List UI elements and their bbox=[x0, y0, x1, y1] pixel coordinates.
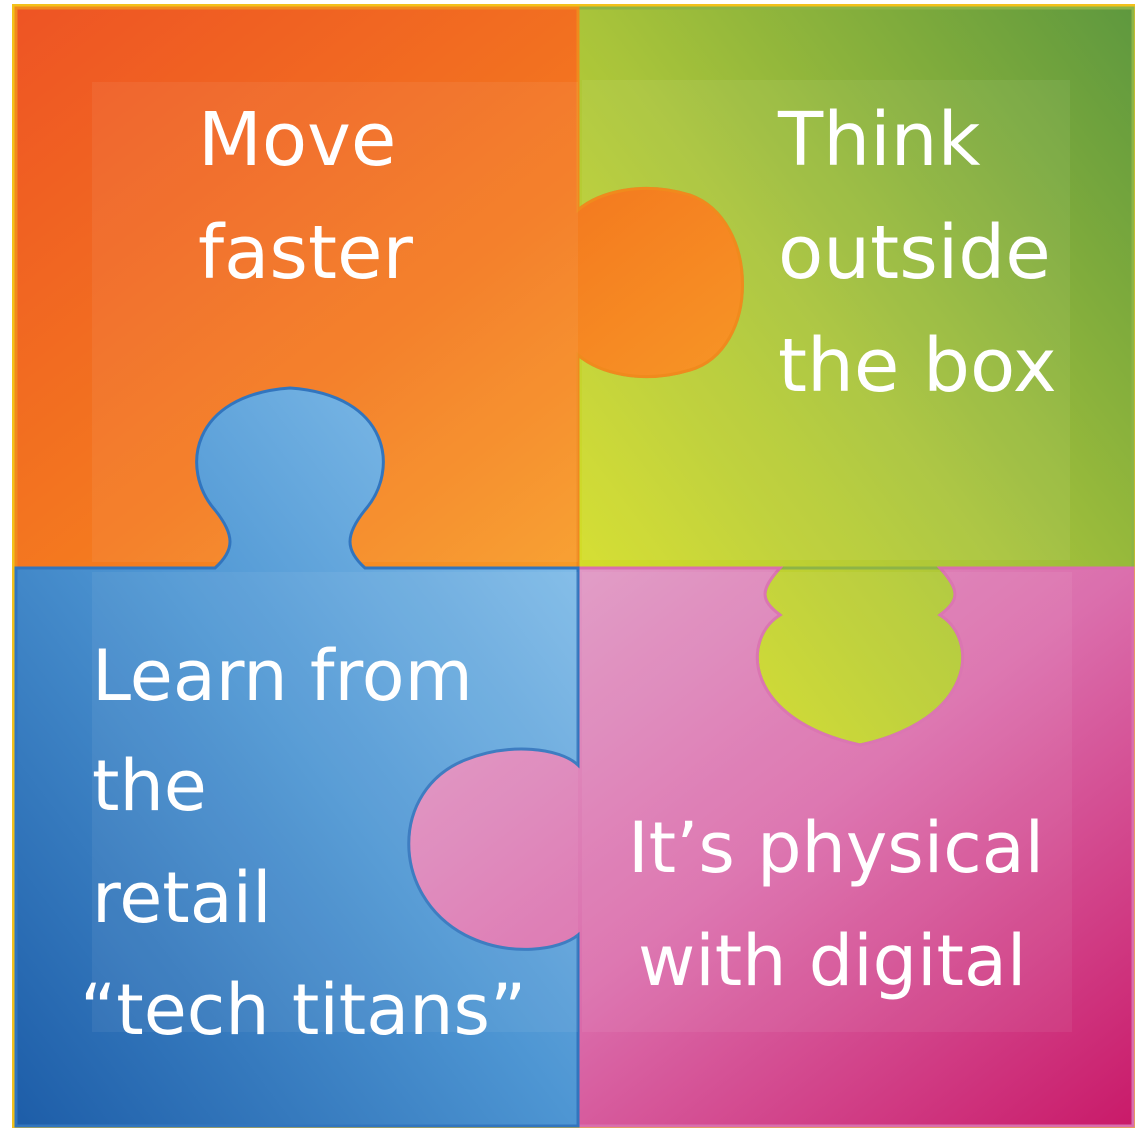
label-line: outside bbox=[778, 210, 1051, 296]
label-line: the box bbox=[778, 323, 1057, 409]
piece-label-think-outside: Think outside the box bbox=[777, 97, 1074, 409]
piece-inner-highlight bbox=[92, 572, 578, 1032]
piece-label-move-faster: Move faster bbox=[198, 97, 420, 296]
label-line: Think bbox=[777, 97, 981, 183]
label-line: Move bbox=[198, 97, 396, 183]
puzzle-piece-learn-from: Learn from the retail “tech titans” bbox=[14, 386, 580, 1128]
label-line: It’s physical bbox=[628, 807, 1044, 889]
label-line: “tech titans” bbox=[80, 969, 526, 1051]
piece-shape-orange bbox=[14, 6, 744, 570]
label-line: retail bbox=[92, 857, 272, 939]
piece-inner-highlight bbox=[582, 572, 1072, 1032]
puzzle-piece-move-faster: Move faster bbox=[14, 6, 744, 570]
puzzle-piece-physical-digital: It’s physical with digital bbox=[407, 566, 1135, 1128]
piece-label-physical-digital: It’s physical with digital bbox=[628, 807, 1066, 1002]
piece-label-learn-from: Learn from the retail “tech titans” bbox=[80, 635, 526, 1051]
label-line: the bbox=[92, 745, 207, 827]
label-line: with digital bbox=[638, 920, 1026, 1002]
label-line: faster bbox=[198, 210, 413, 296]
piece-shape-blue bbox=[14, 386, 580, 1128]
label-line: Learn from bbox=[92, 635, 473, 717]
